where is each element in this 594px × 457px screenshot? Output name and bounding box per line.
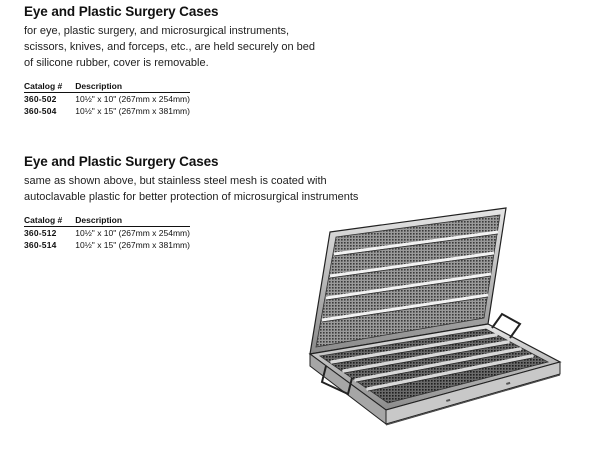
table-row: 360-512 10½" x 10" (267mm x 254mm) bbox=[24, 227, 190, 240]
left-handle bbox=[320, 365, 353, 396]
section-description: for eye, plastic surgery, and microsurgi… bbox=[24, 23, 384, 71]
description-line: of silicone rubber, cover is removable. bbox=[24, 57, 209, 69]
case-lid bbox=[309, 207, 507, 355]
table-header-row: Catalog # Description bbox=[24, 215, 190, 227]
product-section-1: Eye and Plastic Surgery Cases for eye, p… bbox=[24, 4, 384, 117]
catalog-table: Catalog # Description 360-512 10½" x 10"… bbox=[24, 215, 190, 251]
table-row: 360-514 10½" x 15" (267mm x 381mm) bbox=[24, 239, 190, 251]
catalog-column-header: Catalog # bbox=[24, 215, 76, 227]
right-handle bbox=[491, 312, 522, 339]
front-slots bbox=[446, 381, 511, 402]
surgery-case-illustration bbox=[296, 206, 592, 452]
size-description: 10½" x 15" (267mm x 381mm) bbox=[75, 106, 190, 116]
instrument-rows bbox=[330, 333, 534, 391]
catalog-column-header: Catalog # bbox=[24, 81, 76, 93]
description-line: for eye, plastic surgery, and microsurgi… bbox=[24, 25, 290, 37]
case-base bbox=[308, 323, 562, 426]
size-description: 10½" x 10" (267mm x 254mm) bbox=[75, 94, 190, 104]
section-title: Eye and Plastic Surgery Cases bbox=[24, 154, 219, 169]
description-line: same as shown above, but stainless steel… bbox=[24, 175, 327, 187]
case-handles bbox=[320, 312, 522, 396]
mesh-case-drawing bbox=[308, 207, 562, 426]
size-description: 10½" x 10" (267mm x 254mm) bbox=[75, 228, 190, 238]
catalog-number: 360-514 bbox=[24, 240, 57, 250]
table-row: 360-502 10½" x 10" (267mm x 254mm) bbox=[24, 93, 190, 106]
table-row: 360-504 10½" x 15" (267mm x 381mm) bbox=[24, 105, 190, 117]
description-column-header: Description bbox=[75, 81, 190, 93]
section-description: same as shown above, but stainless steel… bbox=[24, 173, 384, 205]
description-column-header: Description bbox=[75, 215, 190, 227]
description-line: scissors, knives, and forceps, etc., are… bbox=[24, 41, 316, 53]
size-description: 10½" x 15" (267mm x 381mm) bbox=[75, 240, 190, 250]
lid-ribs bbox=[321, 230, 499, 322]
table-header-row: Catalog # Description bbox=[24, 81, 190, 93]
description-line: autoclavable plastic for better protecti… bbox=[24, 191, 359, 203]
catalog-number: 360-502 bbox=[24, 94, 57, 104]
catalog-table: Catalog # Description 360-502 10½" x 10"… bbox=[24, 81, 190, 117]
section-title: Eye and Plastic Surgery Cases bbox=[24, 4, 219, 19]
catalog-number: 360-504 bbox=[24, 106, 57, 116]
product-section-2: Eye and Plastic Surgery Cases same as sh… bbox=[24, 154, 384, 251]
catalog-number: 360-512 bbox=[24, 228, 57, 238]
